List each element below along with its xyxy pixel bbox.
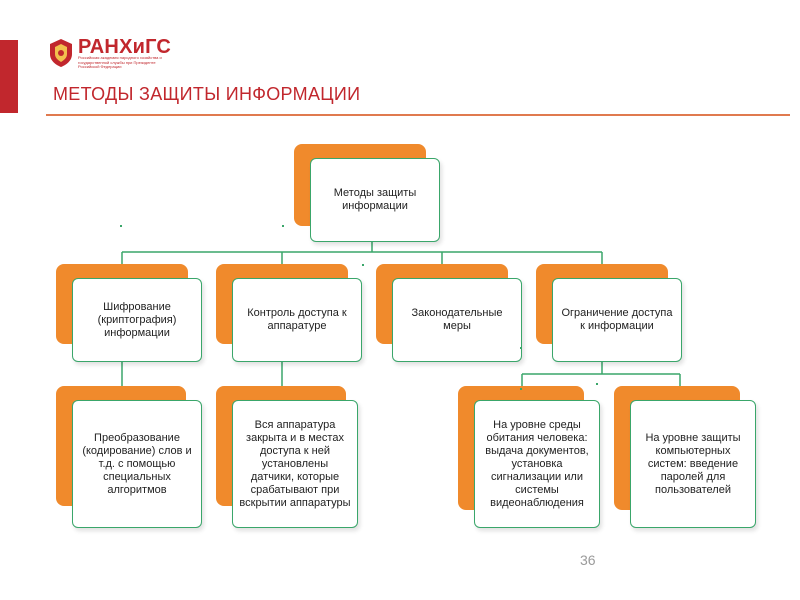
emblem-icon	[50, 39, 72, 67]
accent-bar	[0, 40, 18, 113]
node-encryption-label: Шифрование (криптография) информации	[72, 278, 202, 362]
page-number: 36	[580, 552, 596, 568]
logo-subtext: Российская академия народного хозяйства …	[78, 55, 162, 69]
decorative-dot	[520, 388, 522, 390]
node-encryption-detail-label: Преобразование (кодирование) слов и т.д.…	[72, 400, 202, 528]
decorative-dot	[520, 347, 522, 349]
title-divider	[46, 114, 790, 116]
logo: РАНХиГС Российская академия народного хо…	[48, 36, 188, 72]
decorative-dot	[596, 383, 598, 385]
node-access-detail-label: Вся аппаратура закрыта и в местах доступ…	[232, 400, 358, 528]
decorative-dot	[362, 264, 364, 266]
decorative-dot	[282, 225, 284, 227]
node-restriction-label: Ограничение доступа к информации	[552, 278, 682, 362]
node-physical-env-label: На уровне среды обитания человека: выдач…	[474, 400, 600, 528]
node-legal-label: Законодательные меры	[392, 278, 522, 362]
page-title: МЕТОДЫ ЗАЩИТЫ ИНФОРМАЦИИ	[53, 84, 361, 104]
decorative-dot	[120, 225, 122, 227]
node-computer-systems-label: На уровне защиты компьютерных систем: вв…	[630, 400, 756, 528]
node-access-control-label: Контроль доступа к аппаратуре	[232, 278, 362, 362]
root-label: Методы защиты информации	[310, 158, 440, 242]
logo-text: РАНХиГС	[78, 36, 172, 58]
